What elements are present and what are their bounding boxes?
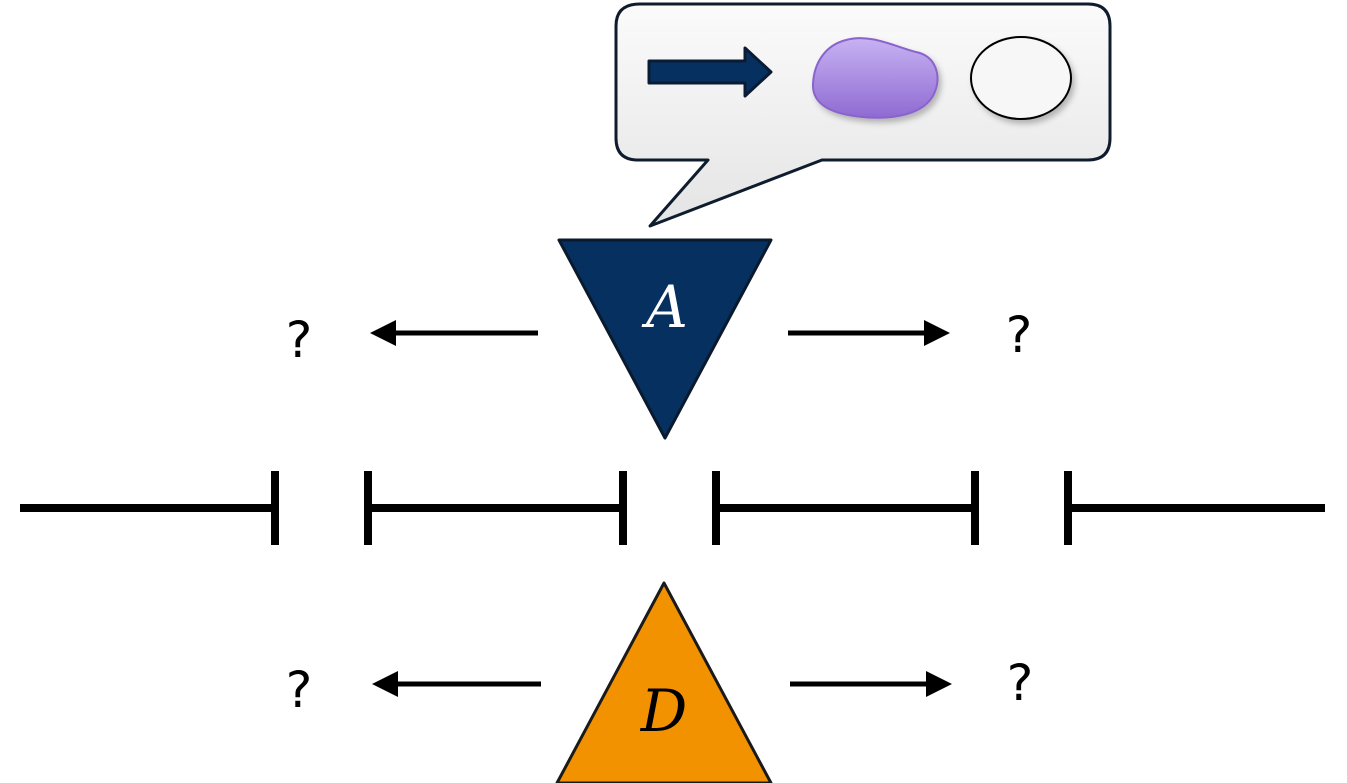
agent-a-label: A xyxy=(641,273,688,341)
agent-a-arrows xyxy=(370,320,950,346)
agent-d-right-unknown: ? xyxy=(1007,654,1034,712)
agent-d-left-arrow-head xyxy=(372,671,398,697)
agent-d-left-unknown: ? xyxy=(286,661,313,719)
agent-d-label: D xyxy=(640,677,688,745)
speech-bubble xyxy=(614,2,1112,228)
agent-d-arrows xyxy=(372,671,952,697)
agent-a: A xyxy=(557,238,773,440)
agent-d-right-arrow-head xyxy=(926,671,952,697)
empty-circle-icon xyxy=(970,36,1072,120)
segmented-track xyxy=(20,471,1325,545)
blob-cell-icon xyxy=(811,37,939,119)
agent-a-left-arrow-head xyxy=(370,320,396,346)
agent-a-right-unknown: ? xyxy=(1006,306,1033,364)
agent-a-right-arrow-head xyxy=(924,320,950,346)
agent-a-triangle xyxy=(557,238,773,440)
right-arrow-icon xyxy=(647,46,773,98)
agent-d: D xyxy=(555,581,773,783)
agent-a-left-unknown: ? xyxy=(286,311,313,369)
agent-d-triangle xyxy=(555,581,773,783)
